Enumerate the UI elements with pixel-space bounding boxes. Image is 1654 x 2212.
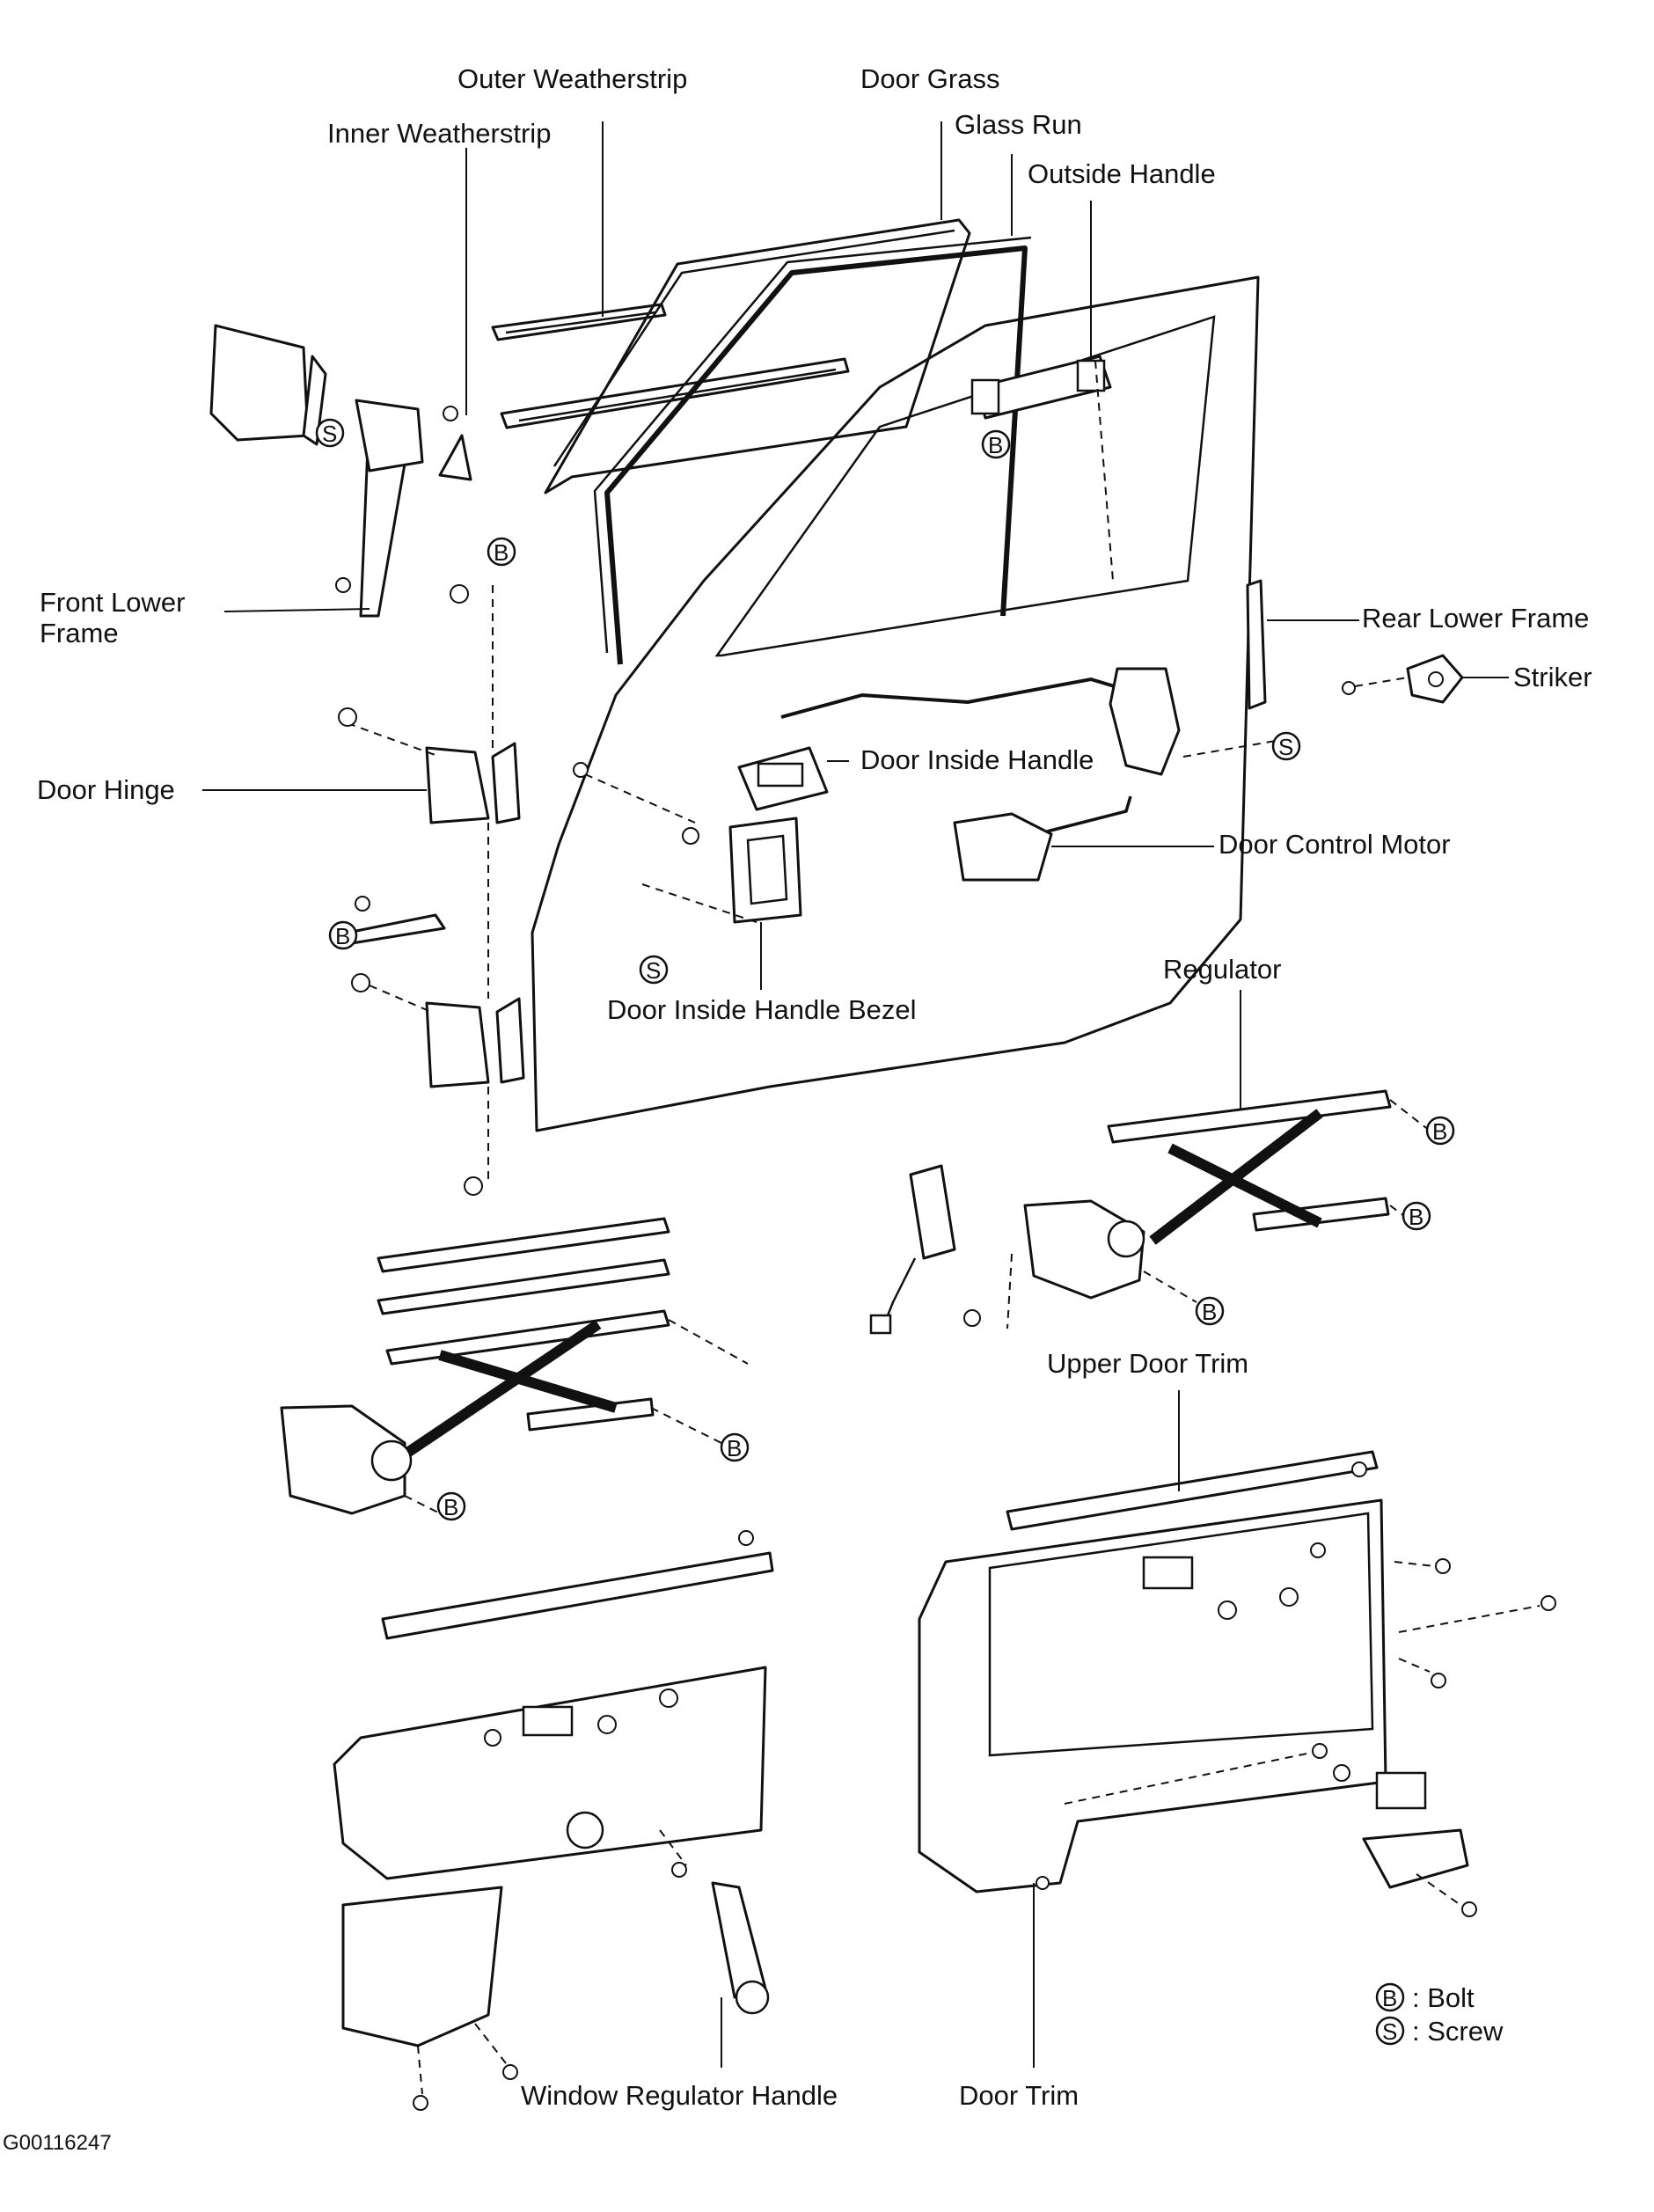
legend-screw-symbol: S: [1382, 2018, 1397, 2045]
label-outer-weatherstrip: Outer Weatherstrip: [457, 63, 687, 94]
door-hinge-upper-part: [425, 742, 521, 824]
label-door-control-motor: Door Control Motor: [1219, 829, 1451, 860]
svg-text:B: B: [1202, 1299, 1217, 1325]
legend-bolt-text: : Bolt: [1412, 1982, 1475, 2013]
label-front-lower-frame-line2: Frame: [40, 618, 119, 648]
window-regulator-handle-part: [711, 1881, 770, 2015]
label-regulator: Regulator: [1163, 954, 1281, 985]
legend-screw-text: : Screw: [1412, 2016, 1504, 2047]
label-outside-handle: Outside Handle: [1028, 158, 1216, 189]
power-regulator-part: [869, 1089, 1392, 1335]
part-labels: Outer Weatherstrip Door Grass Inner Weat…: [37, 63, 1592, 2111]
door-control-motor-part: [953, 795, 1132, 882]
label-window-regulator-handle: Window Regulator Handle: [521, 2080, 838, 2111]
leader-lines: [202, 121, 1509, 2068]
door-check-part: [346, 913, 446, 945]
outer-weatherstrip-part: [491, 303, 667, 341]
front-lower-frame-part: [355, 399, 472, 618]
door-lock-rod-part: [780, 667, 1181, 776]
fasteners: [335, 406, 1556, 2111]
legend-bolt-symbol: B: [1382, 1985, 1397, 2011]
striker-part: [1406, 654, 1464, 704]
fastener-guides: [347, 360, 1541, 2095]
svg-text:B: B: [727, 1435, 742, 1461]
door-inside-handle-part: [737, 746, 829, 811]
label-rear-lower-frame: Rear Lower Frame: [1362, 603, 1589, 634]
upper-door-trim-part: [1006, 1450, 1379, 1531]
svg-text:B: B: [988, 432, 1003, 458]
door-inside-handle-bezel-part: [728, 817, 802, 924]
svg-text:B: B: [1409, 1204, 1423, 1230]
label-upper-door-trim: Upper Door Trim: [1047, 1348, 1248, 1379]
mirror-part: [209, 324, 327, 446]
bolt-marker: B: [328, 920, 358, 950]
bolt-marker: B: [487, 537, 516, 567]
svg-text:B: B: [443, 1494, 458, 1520]
door-trim-left-part: [333, 1551, 774, 2047]
figure-code: G00116247: [3, 2131, 112, 2155]
label-striker: Striker: [1513, 662, 1592, 692]
door-panel-part: [531, 275, 1260, 1132]
label-glass-run: Glass Run: [955, 109, 1082, 140]
door-glass-part: [544, 218, 971, 494]
label-door-trim: Door Trim: [959, 2080, 1079, 2111]
screw-marker: S: [1271, 731, 1301, 761]
door-hinge-lower-part: [425, 997, 525, 1088]
fastener-legend: B : Bolt S : Screw: [1375, 1982, 1504, 2047]
label-door-glass: Door Grass: [860, 63, 999, 94]
svg-text:S: S: [646, 957, 661, 984]
manual-regulator-part: [280, 1217, 670, 1515]
svg-text:B: B: [494, 539, 509, 566]
bolt-marker: B: [1195, 1296, 1225, 1326]
bolt-marker: B: [720, 1432, 750, 1462]
label-door-inside-handle: Door Inside Handle: [860, 744, 1094, 775]
label-door-hinge: Door Hinge: [37, 774, 175, 805]
svg-text:B: B: [335, 923, 350, 949]
bolt-marker: B: [981, 429, 1011, 459]
legend-bolt: B : Bolt: [1375, 1982, 1475, 2013]
label-inner-weatherstrip: Inner Weatherstrip: [327, 118, 551, 149]
fastener-markers: S B B S B S B B: [315, 418, 1455, 1521]
door-trim-right-part: [918, 1498, 1469, 1893]
legend-screw: S : Screw: [1375, 2016, 1504, 2047]
inner-weatherstrip-part: [500, 357, 850, 429]
outside-handle-part: [970, 355, 1112, 420]
bolt-marker: B: [1425, 1116, 1455, 1146]
svg-text:S: S: [322, 421, 337, 447]
bolt-marker: B: [436, 1491, 466, 1521]
label-door-inside-handle-bezel: Door Inside Handle Bezel: [607, 994, 917, 1025]
bolt-marker: B: [1402, 1201, 1431, 1231]
rear-lower-frame-part: [1246, 579, 1267, 710]
label-front-lower-frame-line1: Front Lower: [40, 587, 185, 618]
screw-marker: S: [315, 418, 345, 448]
screw-marker: S: [639, 955, 669, 985]
svg-text:B: B: [1432, 1118, 1447, 1145]
glass-run-part: [593, 236, 1032, 665]
svg-text:S: S: [1278, 734, 1293, 760]
